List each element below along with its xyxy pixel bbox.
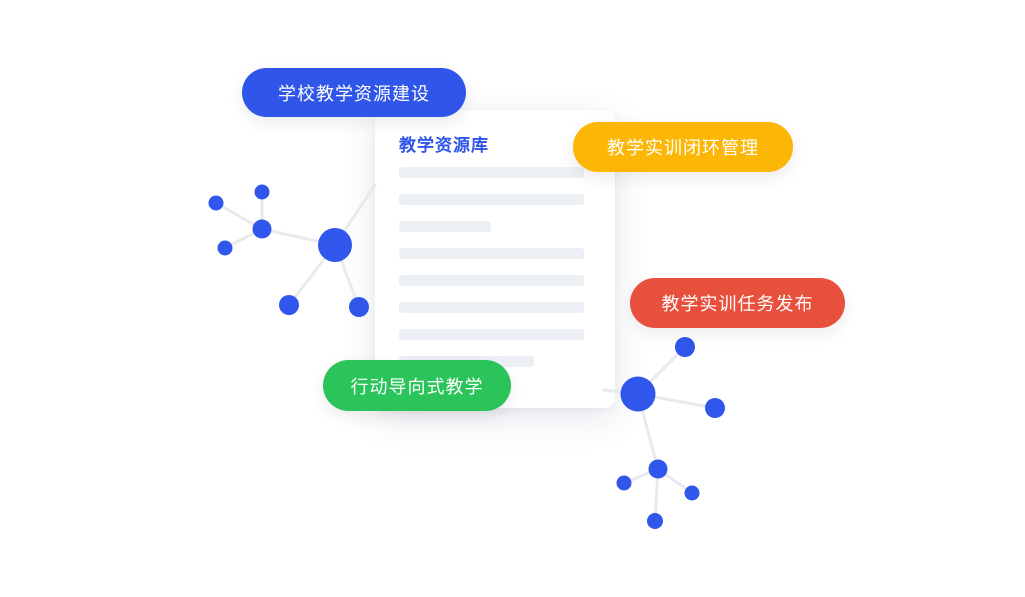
badge-school-teaching-resource[interactable]: 学校教学资源建设: [242, 68, 466, 117]
network-node: [208, 195, 224, 211]
network-node: [684, 485, 700, 501]
network-node: [254, 184, 270, 200]
placeholder-text-lines: [399, 167, 591, 367]
network-edge: [656, 467, 694, 495]
placeholder-line: [399, 302, 584, 313]
network-edge: [636, 392, 660, 471]
network-node: [705, 398, 725, 418]
placeholder-line: [399, 248, 584, 259]
network-edge: [214, 201, 264, 231]
network-node: [318, 228, 352, 262]
network-edge: [622, 467, 660, 485]
network-node: [620, 376, 656, 412]
placeholder-line: [399, 167, 584, 178]
placeholder-line: [399, 194, 584, 205]
network-edge: [333, 183, 377, 247]
badge-action-oriented-teaching[interactable]: 行动导向式教学: [323, 360, 511, 411]
network-node: [217, 240, 233, 256]
network-node: [349, 297, 369, 317]
network-edge: [260, 227, 337, 247]
network-edge: [636, 345, 687, 396]
network-node: [616, 475, 632, 491]
network-edge: [636, 392, 717, 410]
network-node: [252, 219, 272, 239]
badge-training-task-publish[interactable]: 教学实训任务发布: [630, 278, 845, 328]
network-edge: [287, 243, 337, 307]
resource-library-card: 教学资源库: [375, 110, 615, 408]
network-node: [648, 459, 668, 479]
placeholder-line: [399, 221, 491, 232]
network-node: [279, 295, 299, 315]
placeholder-line: [399, 275, 584, 286]
network-edge: [653, 467, 660, 523]
network-node: [675, 337, 695, 357]
network-edge: [333, 243, 361, 309]
card-title: 教学资源库: [399, 136, 489, 156]
badge-training-closed-loop[interactable]: 教学实训闭环管理: [573, 122, 793, 172]
network-edge: [223, 227, 264, 250]
placeholder-line: [399, 329, 584, 340]
network-node: [647, 513, 663, 529]
